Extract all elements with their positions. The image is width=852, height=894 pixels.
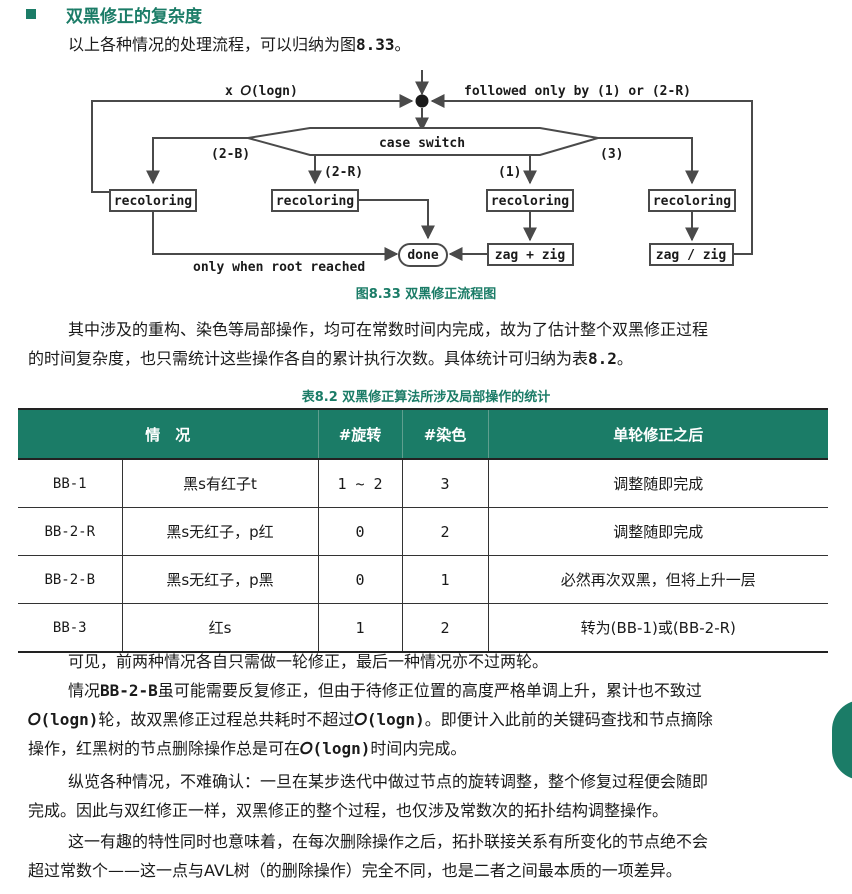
para3-text-b: 虽可能需要反复修正，但由于待修正位置的高度严格单调上升，累计也不致过 [157, 681, 702, 700]
para3-l3-b: 时间内完成。 [370, 739, 467, 758]
zagzig-box-2 [649, 243, 734, 266]
followed-label: followed only by (1) or (2-R) [464, 84, 691, 99]
para3-line2: 𝑂(logn)轮，故双黑修正过程总共耗时不超过𝑂(logn)。即便计入此前的关键… [28, 705, 713, 734]
cell-after: 调整随即完成 [487, 459, 829, 508]
root-reached-arrow [152, 211, 399, 261]
cell-after: 转为(BB-1)或(BB-2-R) [487, 603, 829, 653]
para5-line1: 这一有趣的特性同时也意味着，在每次删除操作之后，拓扑联接关系有所变化的节点绝不会 [68, 832, 709, 851]
table-ref: 8.2 [588, 349, 617, 368]
cell-desc: 红s [121, 603, 319, 653]
recolor-box-3 [486, 189, 574, 212]
cell-rot: 1 [317, 603, 403, 653]
cell-case: BB-2-B [18, 555, 122, 604]
done-node [398, 243, 448, 267]
page-nav-tab[interactable] [832, 700, 852, 780]
cell-rot: 0 [317, 555, 403, 604]
cell-after: 必然再次双黑，但将上升一层 [487, 555, 829, 604]
para1-line2: 的时间复杂度，也只需统计这些操作各自的累计执行次数。具体统计可归纳为表8.2。 [28, 344, 633, 373]
intro-paragraph: 以上各种情况的处理流程，可以归纳为图8.33。 [68, 30, 411, 59]
zagzig-label-1: zag + zig [495, 248, 565, 263]
para2: 可见，前两种情况各自只需做一轮修正，最后一种情况亦不过两轮。 [68, 652, 549, 671]
complexity-1: 𝑂(logn) [28, 710, 99, 729]
done-label: done [407, 248, 438, 263]
table-caption: 表8.2 双黑修正算法所涉及局部操作的统计 [301, 390, 551, 405]
stats-table: 情 况 #旋转 #染色 单轮修正之后 BB-1 黑s有红子t 1 ~ 2 3 调… [18, 408, 829, 653]
flowchart-diagram: case switch recoloring recoloring recolo… [91, 70, 753, 275]
cell-desc: 黑s有红子t [121, 459, 319, 508]
para3-line1: 情况BB-2-B虽可能需要反复修正，但由于待修正位置的高度严格单调上升，累计也不… [68, 676, 702, 705]
recolor-label-4: recoloring [653, 194, 731, 209]
header-color: #染色 [401, 408, 489, 460]
cell-case: BB-3 [18, 603, 122, 653]
branch-3-arrow [598, 137, 699, 185]
table-header-row: 情 况 #旋转 #染色 单轮修正之后 [18, 408, 829, 460]
cell-after: 调整随即完成 [487, 507, 829, 556]
intro-text: 以上各种情况的处理流程，可以归纳为图 [68, 35, 357, 54]
section-heading: 双黑修正的复杂度 [26, 3, 202, 27]
table-row: BB-2-R 黑s无红子，p红 0 2 调整随即完成 [18, 507, 829, 556]
loop-label: x 𝑂(logn) [225, 84, 298, 99]
para4-line1: 纵览各种情况，不难确认：一旦在某步迭代中做过节点的旋转调整，整个修复过程便会随即 [68, 772, 709, 791]
recolor-label-2: recoloring [276, 194, 354, 209]
para4-line2: 完成。因此与双红修正一样，双黑修正的整个过程，也仅涉及常数次的拓扑结构调整操作。 [28, 801, 669, 820]
branch-2r-label: (2-R) [324, 165, 363, 180]
root-reached-label: only when root reached [193, 260, 365, 275]
left-loop-arrow [91, 94, 414, 193]
intro-end: 。 [394, 35, 411, 54]
branch-2b-label: (2-B) [211, 147, 250, 162]
cell-case: BB-1 [18, 459, 122, 508]
complexity-2: 𝑂(logn) [354, 710, 425, 729]
table-row: BB-1 黑s有红子t 1 ~ 2 3 调整随即完成 [18, 459, 829, 508]
para3-code: BB-2-B [100, 681, 158, 700]
cell-color: 3 [401, 459, 489, 508]
header-after: 单轮修正之后 [487, 408, 829, 460]
para3-mid: 轮，故双黑修正过程总共耗时不超过 [98, 710, 355, 729]
para3-line3: 操作，红黑树的节点删除操作总是可在𝑂(logn)时间内完成。 [28, 734, 466, 763]
para3-l3-a: 操作，红黑树的节点删除操作总是可在 [28, 739, 301, 758]
cell-rot: 0 [317, 507, 403, 556]
zagzig-label-2: zag / zig [656, 248, 726, 263]
recolor-box-2 [271, 189, 359, 212]
switch-label: case switch [379, 136, 465, 151]
table-row: BB-2-B 黑s无红子，p黑 0 1 必然再次双黑，但将上升一层 [18, 555, 829, 604]
cell-desc: 黑s无红子，p红 [121, 507, 319, 556]
case-switch-shape [247, 127, 599, 156]
para5-line2: 超过常数个——这一点与AVL树（的删除操作）完全不同，也是二者之间最本质的一项差… [28, 861, 682, 880]
recolor-box-4 [648, 189, 736, 212]
cell-color: 2 [401, 603, 489, 653]
header-case: 情 况 [18, 408, 319, 460]
branch-1-label: (1) [498, 165, 521, 180]
cell-color: 1 [401, 555, 489, 604]
figure-ref: 8.33 [356, 35, 395, 54]
right-loop-arrow [430, 94, 753, 255]
para1-text: 的时间复杂度，也只需统计这些操作各自的累计执行次数。具体统计可归纳为表 [28, 349, 589, 368]
complexity-3: 𝑂(logn) [300, 739, 371, 758]
branch-3-label: (3) [600, 147, 623, 162]
recolor2-to-done-arrow [358, 199, 435, 240]
cell-color: 2 [401, 507, 489, 556]
cell-desc: 黑s无红子，p黑 [121, 555, 319, 604]
figure-caption: 图8.33 双黑修正流程图 [355, 287, 497, 302]
cell-case: BB-2-R [18, 507, 122, 556]
recolor-label-3: recoloring [491, 194, 569, 209]
table-row: BB-3 红s 1 2 转为(BB-1)或(BB-2-R) [18, 603, 829, 653]
header-rotation: #旋转 [317, 408, 403, 460]
para3-end: 。即便计入此前的关键码查找和节点摘除 [424, 710, 713, 729]
bullet-square-icon [26, 9, 36, 19]
junction-node [415, 94, 429, 108]
recolor-label-1: recoloring [114, 194, 192, 209]
para1-end: 。 [616, 349, 633, 368]
section-title: 双黑修正的复杂度 [66, 6, 202, 27]
para1-line1: 其中涉及的重构、染色等局部操作，均可在常数时间内完成，故为了估计整个双黑修正过程 [68, 320, 709, 339]
para3-text-a: 情况 [68, 681, 101, 700]
recolor-box-1 [109, 189, 197, 212]
branch-2b-arrow [146, 137, 248, 185]
cell-rot: 1 ~ 2 [317, 459, 403, 508]
zagzig-box-1 [487, 243, 574, 266]
